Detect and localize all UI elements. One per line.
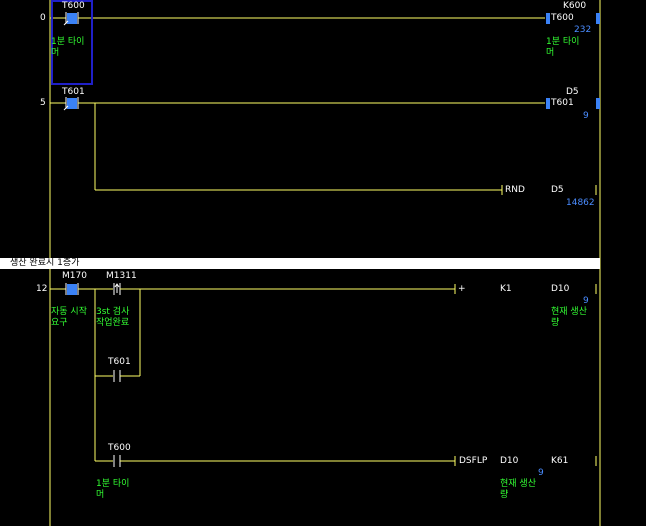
rung-comment-bar: 생산 완료시 1증가: [0, 258, 600, 269]
coil-setting[interactable]: K600: [563, 1, 587, 11]
device-comment: 요구: [51, 318, 68, 328]
instruction-operand[interactable]: D10: [551, 284, 570, 294]
contact-m170[interactable]: [65, 283, 79, 295]
device-comment: 1분 타이: [96, 479, 130, 489]
coil-label[interactable]: T601: [551, 98, 574, 108]
contact-label[interactable]: T601: [108, 357, 131, 367]
current-value: 232: [574, 25, 592, 35]
instruction-name[interactable]: RND: [505, 185, 525, 195]
device-comment: 현재 생산: [551, 307, 587, 317]
coil-setting[interactable]: D5: [566, 87, 579, 97]
device-comment: 3st 검사: [96, 307, 130, 317]
current-value: 9: [583, 296, 589, 306]
coil-t601[interactable]: [546, 98, 600, 109]
contact-label[interactable]: M170: [62, 271, 87, 281]
step-number: 5: [40, 98, 46, 108]
instruction-operand[interactable]: K61: [551, 456, 569, 466]
contact-t600[interactable]: [113, 455, 121, 467]
current-value: 14862: [566, 198, 595, 208]
contact-m1311-rising[interactable]: [113, 283, 121, 295]
device-comment: 작업완료: [96, 318, 130, 328]
device-comment: 머: [96, 490, 105, 500]
device-comment: 자동 시작: [51, 307, 87, 317]
contact-label[interactable]: M1311: [106, 271, 137, 281]
rnd-instruction-box[interactable]: [501, 185, 597, 195]
current-value: 9: [538, 468, 544, 478]
rung-12[interactable]: [50, 283, 597, 467]
rung-5[interactable]: [50, 97, 600, 195]
device-comment: 량: [500, 490, 509, 500]
instruction-name[interactable]: DSFLP: [459, 456, 488, 466]
device-comment: 1분 타이: [546, 37, 580, 47]
dsflp-instruction-box[interactable]: [454, 456, 597, 466]
coil-label[interactable]: T600: [551, 13, 574, 23]
contact-label[interactable]: T600: [108, 443, 131, 453]
device-comment: 현재 생산: [500, 479, 536, 489]
rung-0[interactable]: [50, 12, 600, 26]
device-comment: 머: [51, 48, 60, 58]
device-comment: 량: [551, 318, 560, 328]
inc-instruction-box[interactable]: [454, 284, 597, 294]
instruction-operand[interactable]: D10: [500, 456, 519, 466]
device-comment: 머: [546, 48, 555, 58]
selection-cursor: [51, 0, 93, 85]
step-number: 12: [36, 284, 48, 294]
device-comment: 1분 타이: [51, 37, 85, 47]
contact-t601[interactable]: [113, 370, 121, 382]
instruction-operand[interactable]: K1: [500, 284, 512, 294]
contact-label[interactable]: T600: [62, 1, 85, 11]
contact-t601-pulse[interactable]: [63, 97, 79, 111]
step-number: 0: [40, 13, 46, 23]
coil-t600[interactable]: [546, 13, 600, 24]
current-value: 9: [583, 111, 589, 121]
inc-symbol[interactable]: +: [458, 284, 466, 294]
instruction-operand[interactable]: D5: [551, 185, 564, 195]
contact-label[interactable]: T601: [62, 87, 85, 97]
